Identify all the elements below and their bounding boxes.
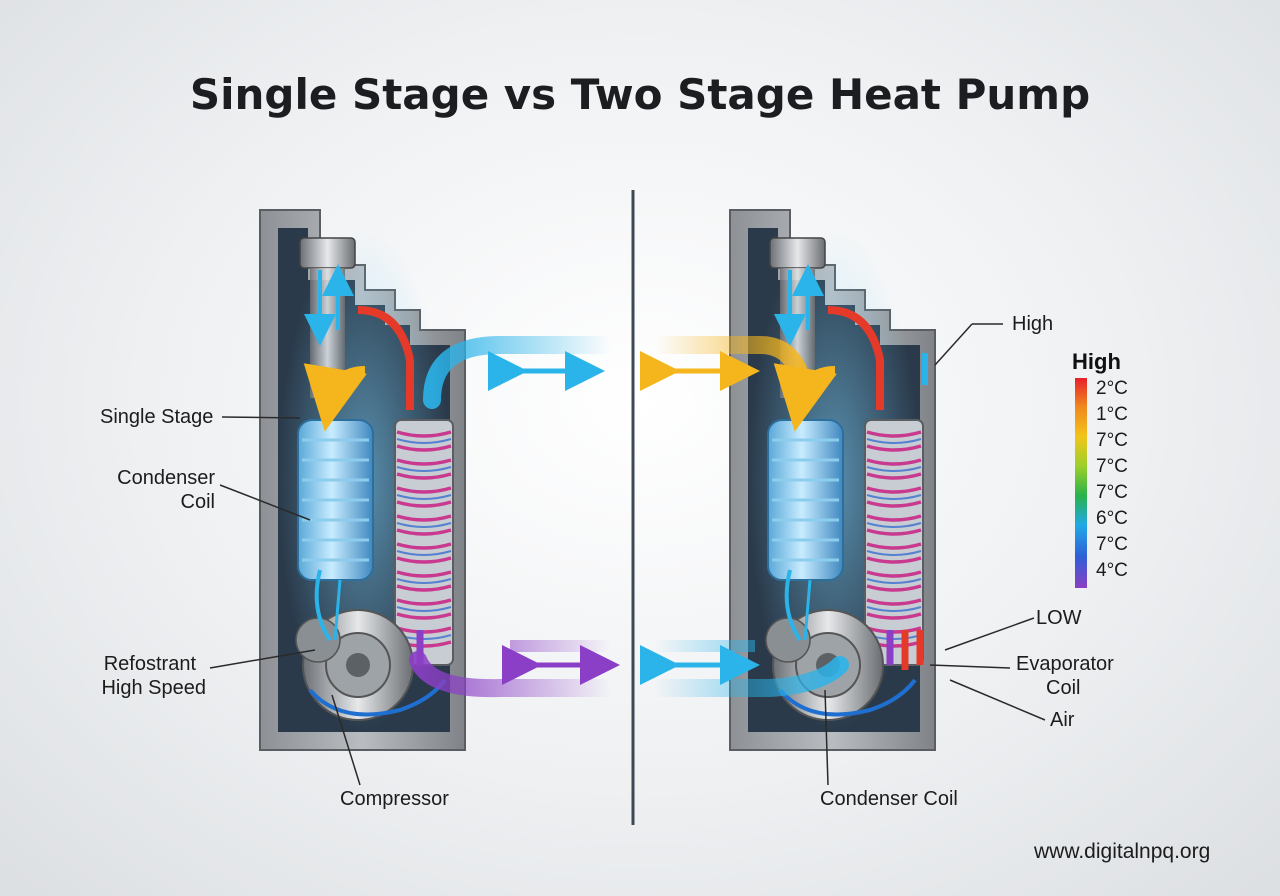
two-stage-unit [730, 210, 935, 750]
legend-item: 4°C [1096, 560, 1128, 581]
label-condenser-coil-left-2: Coil [180, 491, 215, 513]
left-top-flow [423, 336, 619, 409]
legend-item: 7°C [1096, 482, 1128, 503]
right-top-flow [646, 336, 814, 409]
temperature-legend-bar [1075, 378, 1087, 588]
legend-item: 1°C [1096, 404, 1128, 425]
leader-lines [209, 323, 1046, 786]
label-condenser-coil-left-1: Condenser [117, 467, 215, 489]
legend-item: 2°C [1096, 378, 1128, 399]
label-low: LOW [1036, 607, 1082, 629]
label-refrigerant-1: Refostrant [103, 653, 196, 675]
label-condenser-coil-bottom: Condenser Coil [820, 788, 958, 810]
legend-item: 7°C [1096, 430, 1128, 451]
left-bottom-flow [409, 651, 619, 698]
label-evaporator-2: Coil [1046, 677, 1081, 699]
page-title: Single Stage vs Two Stage Heat Pump [189, 70, 1091, 119]
right-bottom-flow [646, 656, 849, 697]
label-refrigerant-2: High Speed [101, 677, 206, 699]
label-air: Air [1050, 709, 1075, 731]
legend-item: 7°C [1096, 456, 1128, 477]
legend-item: 6°C [1096, 508, 1128, 529]
legend-title: High [1072, 349, 1121, 374]
label-high: High [1012, 313, 1054, 335]
website-url: www.digitalnpq.org [1034, 840, 1211, 863]
label-evaporator-1: Evaporator [1016, 653, 1114, 675]
label-single-stage: Single Stage [100, 406, 214, 428]
legend-item: 7°C [1096, 534, 1128, 555]
label-compressor: Compressor [340, 788, 449, 810]
